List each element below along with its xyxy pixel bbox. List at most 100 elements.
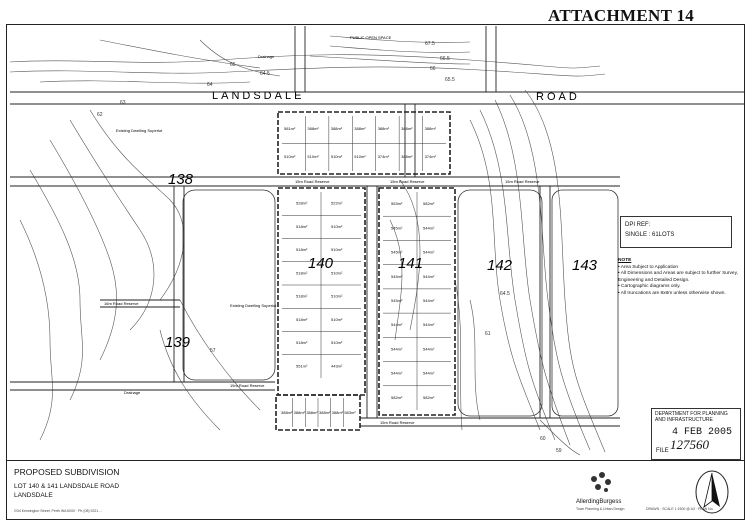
stamp-date: 4 FEB 2005: [672, 427, 733, 438]
lot-area-label: 510m²: [331, 224, 343, 229]
lot-area-label: 510m²: [331, 247, 343, 252]
contour-value-6: 64.5: [260, 71, 270, 77]
lot-area-label: 544m²: [423, 298, 435, 303]
contour-value-10: 57: [210, 348, 216, 354]
lot-area-label: 388m²: [307, 126, 319, 131]
firm-subtitle: Town Planning & Urban Design: [576, 507, 625, 511]
lot-area-label: 551m²: [296, 363, 308, 368]
subject-area-bottom: [275, 394, 361, 431]
road-edges: [10, 26, 745, 427]
lot-area-label: 388m²: [319, 410, 331, 415]
lot-area-label: 388m²: [378, 126, 390, 131]
lot-area-label: 518m²: [296, 317, 308, 322]
drawing-frame: [6, 24, 745, 520]
public-open-space-label: PUBLIC OPEN SPACE: [350, 35, 392, 40]
lot-grid: [282, 116, 451, 427]
lot-area-label: 518m²: [296, 294, 308, 299]
lot-area-label: 510m²: [307, 154, 319, 159]
dwelling-labels: Existing Dwelling Superlot Existing Dwel…: [116, 128, 277, 308]
road-reserve-label-1: 15m Road Reserve: [295, 179, 330, 184]
lot-142-boundary: [457, 189, 543, 417]
lot-area-label: 582m²: [391, 395, 403, 400]
contour-value-14: 59: [556, 448, 562, 454]
stamp-file-number: 127560: [670, 437, 709, 452]
lot-area-label: 518m²: [296, 247, 308, 252]
lot-area-label: 528m²: [296, 201, 308, 206]
contour-value-5: 65: [230, 62, 236, 68]
lot-area-label: 510m²: [331, 270, 343, 275]
north-arrow-icon: [695, 470, 729, 514]
road-labels: LANDSDALE ROAD 15m Road Reserve 15m Road…: [104, 35, 580, 425]
plan-lots: LOT 140 & 141 LANDSDALE ROAD: [14, 483, 120, 490]
lot-area-label: 388m²: [331, 126, 343, 131]
lot-area-label: 582m²: [423, 201, 435, 206]
dpi-received-stamp: DEPARTMENT FOR PLANNING AND INFRASTRUCTU…: [651, 408, 741, 460]
lot-area-label: 553m²: [391, 201, 403, 206]
lot-area-label: 510m²: [284, 154, 296, 159]
lot-area-label: 544m²: [423, 346, 435, 351]
subject-area-141: [378, 187, 456, 416]
attachment-label: ATTACHMENT 14: [548, 6, 695, 25]
plan-title: PROPOSED SUBDIVISION: [14, 467, 120, 477]
subject-area-top: [277, 111, 451, 175]
contour-value-7: 64: [207, 82, 213, 88]
road-reserve-label-6: 16m Road Reserve: [104, 301, 139, 306]
road-label-landsdale: LANDSDALE: [212, 90, 304, 102]
lot-area-label: 510m²: [354, 154, 366, 159]
road-reserve-label-5: 15m Road Reserve: [380, 420, 415, 425]
lot-area-label: 544m²: [423, 322, 435, 327]
lot-area-label: 544m²: [391, 346, 403, 351]
lot-area-label: 544m²: [423, 371, 435, 376]
lot-area-label: 545m²: [391, 274, 403, 279]
lot-area-label: 510m²: [331, 154, 343, 159]
lot-area-label: 583m²: [344, 410, 356, 415]
lot-area-label: 388m²: [401, 126, 413, 131]
lot-143-boundary: [551, 189, 619, 417]
lot-area-label: 443m²: [331, 363, 343, 368]
lot-area-label: 544m²: [391, 322, 403, 327]
contour-value-9: 62: [97, 112, 103, 118]
lot-number-139: 139: [165, 334, 191, 351]
note-item: • All truncations are 8x8m unless otherw…: [618, 290, 726, 296]
note-item: • All Dimensions and Areas are subject t…: [618, 271, 738, 283]
contour-value-1: 67.5: [425, 41, 435, 47]
lot-area-label: 544m²: [391, 371, 403, 376]
contour-value-13: 60: [540, 436, 546, 442]
lot-area-label: 388m²: [281, 410, 293, 415]
contour-value-3: 66: [430, 66, 436, 72]
lot-number-141: 141: [398, 255, 423, 272]
lot-area-label: 518m²: [296, 270, 308, 275]
stamp-heading: DEPARTMENT FOR PLANNING AND INFRASTRUCTU…: [655, 411, 728, 423]
lot-area-label: 544m²: [423, 250, 435, 255]
lot-area-label: 510m²: [331, 317, 343, 322]
road-reserve-label-2: 15m Road Reserve: [390, 179, 425, 184]
dpi-ref-title: DPI REF:: [625, 222, 651, 228]
contour-value-4: 65.5: [445, 77, 455, 83]
notes-heading: NOTE: [618, 258, 632, 263]
lot-area-label: 581m²: [284, 126, 296, 131]
lot-area-label: 518m²: [296, 224, 308, 229]
drainage-label-bottom: Drainage: [124, 390, 141, 395]
contour-value-2: 66.5: [440, 56, 450, 62]
contour-value-11: 64.5: [500, 291, 510, 297]
existing-dwelling-label-1: Existing Dwelling Superlot: [116, 128, 163, 133]
existing-dwelling-label-2: Existing Dwelling Superlot: [230, 303, 277, 308]
firm-logo-icon: [591, 472, 611, 492]
note-item: • Cartographic diagrams only.: [618, 284, 681, 290]
lot-area-label: 388m²: [306, 410, 318, 415]
lot-area-label: 545m²: [391, 298, 403, 303]
drainage-label-top: Drainage: [258, 54, 275, 59]
contour-lines: [9, 35, 606, 456]
lot-number-142: 142: [487, 257, 513, 274]
lot-area-label: 582m²: [423, 395, 435, 400]
dpi-ref-value: SINGLE : 61LOTS: [625, 232, 675, 238]
road-label-road: ROAD: [536, 91, 580, 103]
lot-area-label: 388m²: [354, 126, 366, 131]
lot-area-label: 510m²: [331, 294, 343, 299]
drawing-info: DRAWN · SCALE 1:1500 @ A3 · PLAN No.: [646, 507, 714, 511]
lot-138-139-boundary: [182, 189, 276, 381]
lot-area-label: 388m²: [294, 410, 306, 415]
lot-area-label: 518m²: [296, 340, 308, 345]
firm-name: AllerdingBurgess: [576, 499, 622, 505]
lot-area-label: 388m²: [401, 154, 413, 159]
